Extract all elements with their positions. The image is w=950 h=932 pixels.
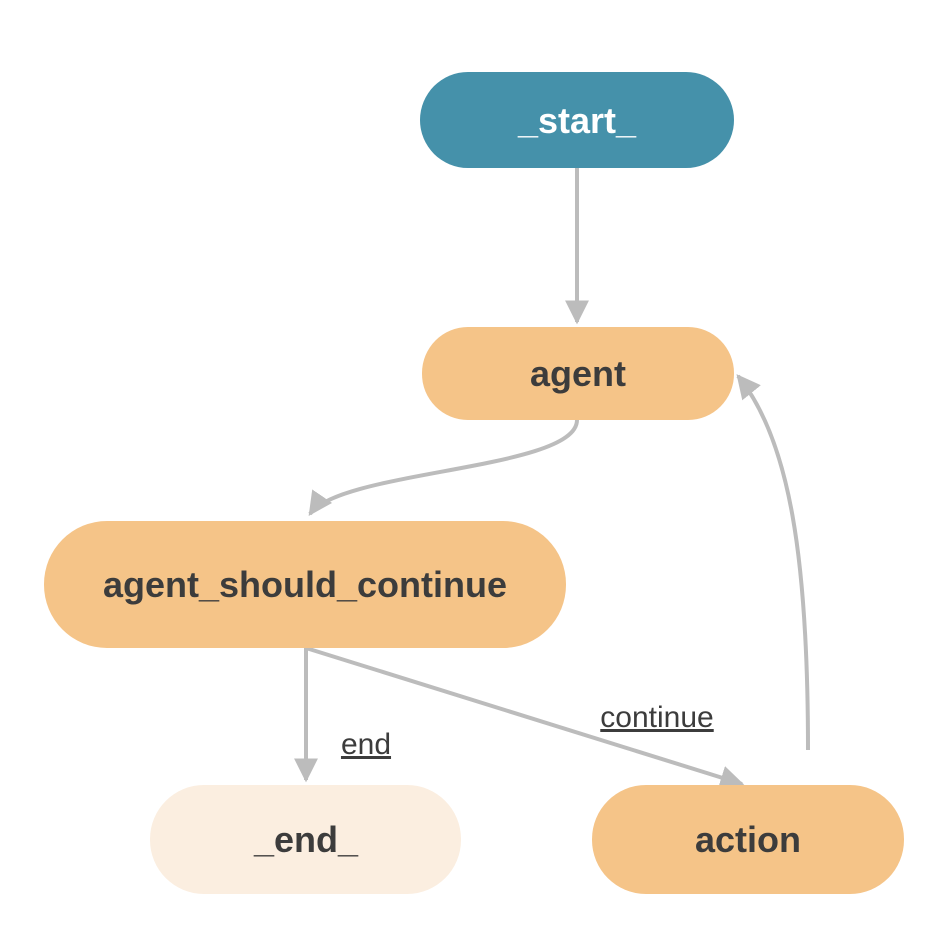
node-end[interactable]: _end_ bbox=[150, 785, 461, 894]
edge-should-continue-to-action bbox=[305, 646, 745, 790]
edge-label-continue: continue bbox=[600, 701, 713, 734]
node-action-shape bbox=[592, 785, 904, 894]
node-end-label: _end_ bbox=[253, 819, 359, 860]
node-end-shape bbox=[150, 785, 461, 894]
node-action-label: action bbox=[695, 819, 801, 860]
node-action[interactable]: action bbox=[592, 785, 904, 894]
edges bbox=[294, 168, 810, 790]
edge-action-to-agent bbox=[736, 374, 810, 751]
node-agent-label: agent bbox=[530, 353, 626, 394]
node-agent-should-continue-label: agent_should_continue bbox=[103, 564, 507, 605]
node-start-shape bbox=[420, 72, 734, 168]
node-agent-shape bbox=[422, 327, 734, 420]
edge-agent-to-should-continue bbox=[308, 419, 579, 516]
node-agent-should-continue-shape bbox=[44, 521, 566, 648]
node-agent-should-continue[interactable]: agent_should_continue bbox=[44, 521, 566, 648]
node-start[interactable]: _start_ bbox=[420, 72, 734, 168]
node-start-label: _start_ bbox=[517, 100, 637, 141]
node-agent[interactable]: agent bbox=[422, 327, 734, 420]
edge-label-end: end bbox=[341, 728, 391, 761]
